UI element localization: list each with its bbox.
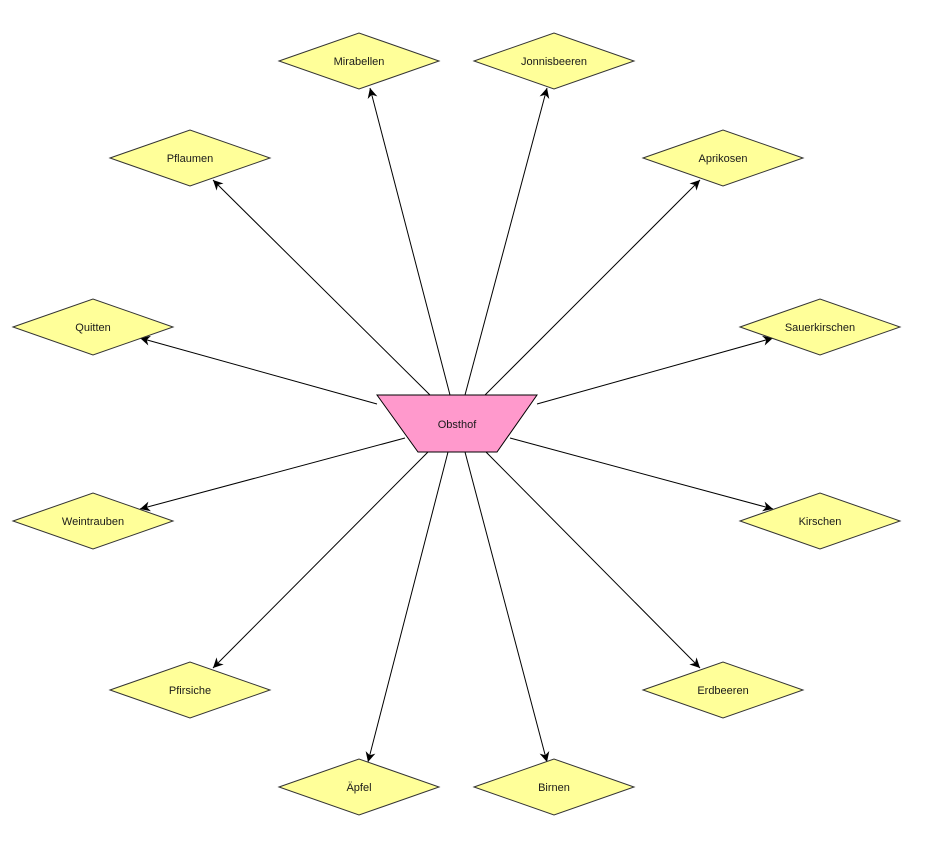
diamond-shape [641, 129, 805, 187]
edge-obsthof-aprikosen [484, 179, 701, 396]
node-aprikosen[interactable]: Aprikosen [641, 129, 805, 187]
node-quitten[interactable]: Quitten [11, 298, 175, 356]
edge-obsthof-quitten [139, 335, 378, 405]
node-label: Quitten [75, 322, 110, 334]
edge-obsthof-kirschen [509, 437, 774, 512]
diamond-shape [738, 492, 902, 550]
trapezoid-shape [376, 394, 538, 453]
node-weintrauben[interactable]: Weintrauben [11, 492, 175, 550]
edge-obsthof-äpfel [365, 451, 449, 763]
node-label: Mirabellen [334, 56, 385, 68]
center-node-obsthof[interactable]: Obsthof [376, 394, 538, 453]
edge-obsthof-weintrauben [139, 437, 406, 512]
node-label: Jonnisbeeren [521, 56, 587, 68]
diamond-shape [11, 298, 175, 356]
node-label: Erdbeeren [697, 685, 748, 697]
node-äpfel[interactable]: Äpfel [277, 758, 441, 816]
node-label: Sauerkirschen [785, 322, 855, 334]
edge-obsthof-birnen [464, 451, 550, 763]
diamond-shape [11, 492, 175, 550]
center-node-label: Obsthof [438, 419, 477, 431]
diamond-shape [108, 661, 272, 719]
node-pfirsiche[interactable]: Pfirsiche [108, 661, 272, 719]
node-label: Kirschen [799, 516, 842, 528]
edge-obsthof-pfirsiche [212, 451, 429, 669]
diamond-shape [738, 298, 902, 356]
node-birnen[interactable]: Birnen [472, 758, 636, 816]
node-label: Pfirsiche [169, 685, 211, 697]
diamond-shape [472, 32, 636, 90]
edge-obsthof-pflaumen [212, 179, 431, 396]
node-erdbeeren[interactable]: Erdbeeren [641, 661, 805, 719]
node-kirschen[interactable]: Kirschen [738, 492, 902, 550]
node-mirabellen[interactable]: Mirabellen [277, 32, 441, 90]
node-label: Äpfel [346, 782, 371, 794]
node-label: Birnen [538, 782, 570, 794]
diamond-shape [108, 129, 272, 187]
node-sauerkirschen[interactable]: Sauerkirschen [738, 298, 902, 356]
edge-obsthof-sauerkirschen [536, 335, 774, 405]
edge-obsthof-jonnisbeeren [464, 87, 550, 396]
diamond-shape [641, 661, 805, 719]
diamond-shape [277, 32, 441, 90]
edge-obsthof-mirabellen [367, 87, 451, 396]
diamond-shape [277, 758, 441, 816]
node-label: Pflaumen [167, 153, 213, 165]
node-jonnisbeeren[interactable]: Jonnisbeeren [472, 32, 636, 90]
diamond-shape [472, 758, 636, 816]
node-pflaumen[interactable]: Pflaumen [108, 129, 272, 187]
edge-obsthof-erdbeeren [485, 451, 701, 669]
node-label: Aprikosen [699, 153, 748, 165]
node-label: Weintrauben [62, 516, 124, 528]
